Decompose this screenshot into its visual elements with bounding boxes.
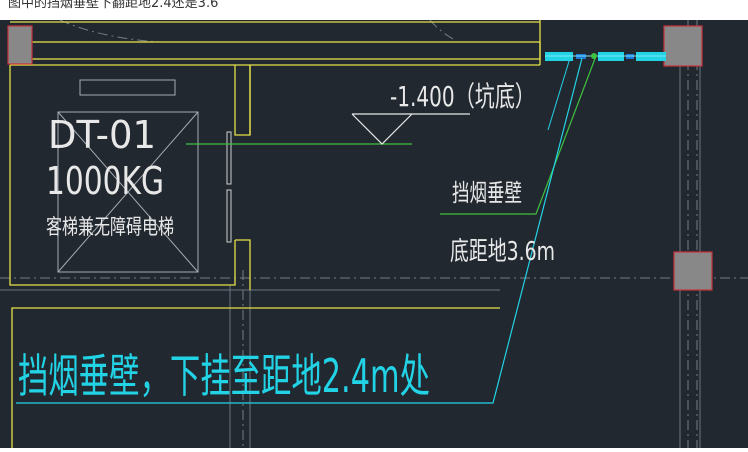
- cad-drawing: DT-01 1000KG 客梯兼无障碍电梯 -1.400（坑底） 挡烟垂壁 底距…: [0, 19, 748, 448]
- grid-lines: [0, 19, 748, 448]
- door-marks: [226, 131, 232, 243]
- right-curtain-height: 底距地3.6m: [450, 237, 555, 267]
- caption-text: 图中的挡烟垂壁下翻距地2.4还是3.6: [8, 0, 219, 11]
- pit-level-text: -1.400（坑底）: [390, 80, 535, 113]
- smoke-curtain-top: [545, 52, 666, 61]
- elevator-code: DT-01: [48, 113, 156, 157]
- curtain-edge-line: [547, 57, 571, 131]
- right-curtain-leader: [440, 55, 597, 215]
- bottom-curtain-leader: [16, 57, 583, 404]
- pit-level-marker: [186, 113, 470, 145]
- caption-strip: 图中的挡烟垂壁下翻距地2.4还是3.6: [0, 0, 748, 20]
- elevator-description: 客梯兼无障碍电梯: [46, 215, 174, 239]
- structural-columns: [7, 25, 713, 291]
- walls: [9, 20, 541, 448]
- cad-canvas[interactable]: DT-01 1000KG 客梯兼无障碍电梯 -1.400（坑底） 挡烟垂壁 底距…: [0, 19, 748, 448]
- elevator-shaft: [57, 79, 199, 273]
- elevator-capacity: 1000KG: [46, 159, 164, 203]
- bottom-curtain-text: 挡烟垂壁，下挂至距地2.4m处: [18, 349, 430, 403]
- right-curtain-title: 挡烟垂壁: [452, 179, 522, 207]
